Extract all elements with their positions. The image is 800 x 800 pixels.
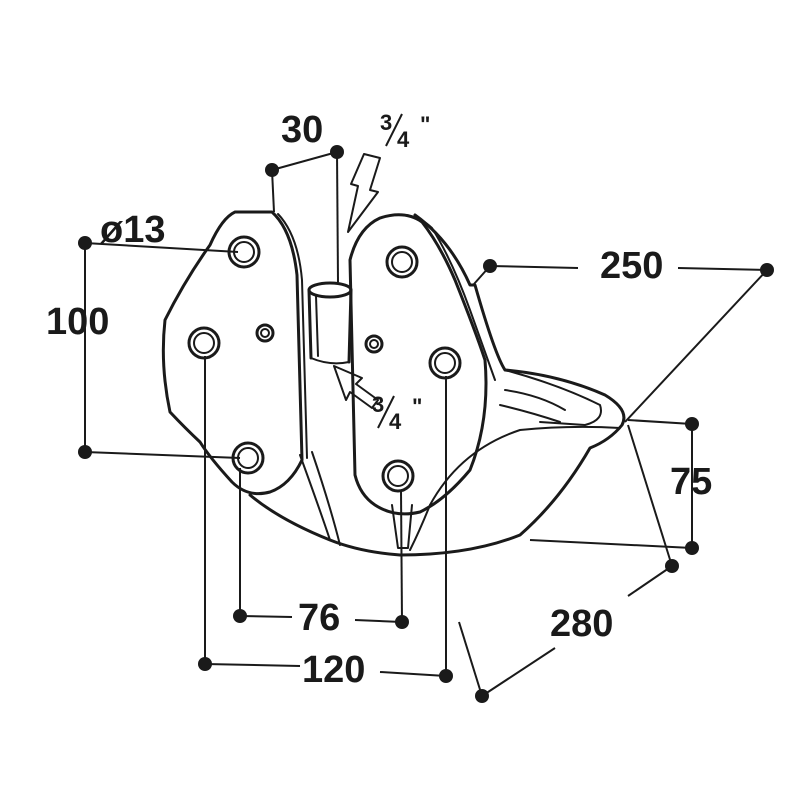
label-side-thread: 3 4 ": [372, 392, 422, 434]
side-thread-arrow: [333, 365, 379, 409]
label-inlet-width: 30: [281, 109, 323, 151]
inlet-pipe: [307, 281, 353, 365]
label-bowl-height: 75: [670, 461, 712, 503]
svg-text:3: 3: [372, 392, 384, 417]
left-mounting-plate: [161, 210, 308, 496]
label-inner-hole-spacing: 76: [298, 597, 340, 639]
label-bowl-depth: 280: [550, 603, 613, 645]
dimension-endpoints: [78, 145, 774, 703]
right-mounting-plate: [348, 213, 496, 516]
label-top-thread: 3 4 ": [380, 110, 430, 152]
bowl-body: [248, 213, 626, 557]
dimension-lines: [84, 151, 768, 697]
label-overall-width: 250: [600, 245, 663, 287]
dimension-labels: ø13 100 30 3 4 " 3 4 " 250 75 76 120 280: [46, 109, 712, 691]
svg-text:3: 3: [380, 110, 392, 135]
label-hole-vertical-spacing: 100: [46, 301, 109, 343]
label-outer-hole-spacing: 120: [302, 649, 365, 691]
svg-text:4: 4: [397, 127, 410, 152]
svg-text:": ": [412, 394, 422, 419]
top-thread-arrow: [347, 153, 381, 233]
label-hole-diameter: ø13: [100, 209, 165, 251]
svg-text:": ": [420, 112, 430, 137]
thread-arrows: [333, 153, 381, 409]
svg-text:4: 4: [389, 409, 402, 434]
